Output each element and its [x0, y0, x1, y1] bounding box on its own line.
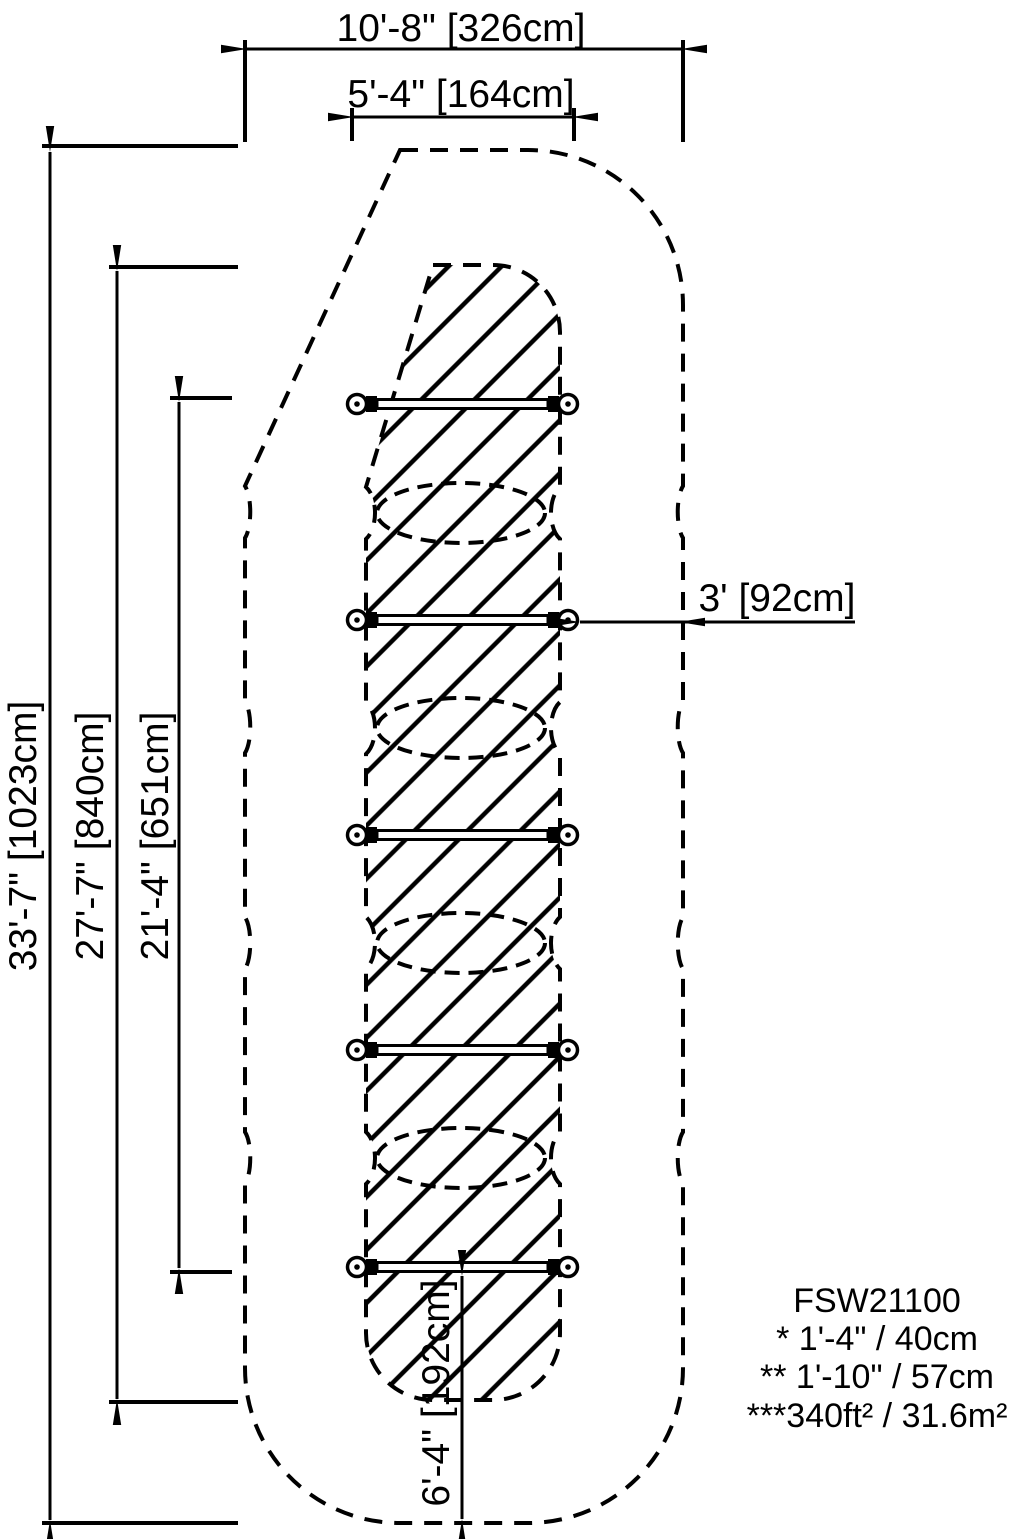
dimension-label-beam-span: 21'-4" [651cm]: [134, 712, 177, 961]
beam-clamp: [366, 396, 377, 412]
beam-clamp: [366, 612, 377, 628]
dimension-beam-width: [328, 108, 598, 141]
swing-beam: [345, 823, 580, 847]
safety-zone-outline: [242, 148, 685, 1525]
swing-travel-zones: [375, 481, 547, 1190]
beam-clamp: [366, 1259, 377, 1275]
dimension-overall-length: [42, 126, 238, 1539]
dimension-label-overall-length: 33'-7" [1023cm]: [2, 701, 45, 972]
dimension-label-end-clearance: 6'-4" [192cm]: [415, 1279, 458, 1506]
dimension-equipment-zone-length: [109, 245, 238, 1425]
dimension-label-overall-width: 10'-8" [326cm]: [337, 7, 586, 50]
beam-clamp: [548, 827, 559, 843]
swing-beam: [345, 392, 580, 416]
dimension-label-equipment-zone-length: 27'-7" [840cm]: [69, 712, 112, 961]
dimension-beam-span: [170, 376, 232, 1294]
beam-clamp: [548, 612, 559, 628]
model-number: FSW21100: [793, 1282, 961, 1320]
notes-block: FSW21100 * 1'-4" / 40cm ** 1'-10" / 57cm…: [747, 1282, 1008, 1435]
swing-travel-ellipse: [375, 696, 547, 760]
swing-travel-ellipse: [375, 911, 547, 975]
dimension-overall-width: [221, 40, 707, 142]
dimension-label-side-clearance: 3' [92cm]: [698, 577, 855, 620]
dimension-label-beam-width: 5'-4" [164cm]: [347, 73, 574, 116]
beam-clamp: [366, 1042, 377, 1058]
swing-beam: [345, 1038, 580, 1062]
note-line: * 1'-4" / 40cm: [776, 1320, 978, 1358]
note-line: ***340ft² / 31.6m²: [747, 1397, 1008, 1435]
beam-clamp: [548, 396, 559, 412]
swing-travel-ellipse: [375, 1126, 547, 1190]
beam-clamp: [548, 1259, 559, 1275]
swing-travel-ellipse: [375, 481, 547, 545]
beam-clamp: [548, 1042, 559, 1058]
swing-beams: [345, 392, 580, 1279]
beam-clamp: [366, 827, 377, 843]
note-line: ** 1'-10" / 57cm: [760, 1358, 994, 1396]
